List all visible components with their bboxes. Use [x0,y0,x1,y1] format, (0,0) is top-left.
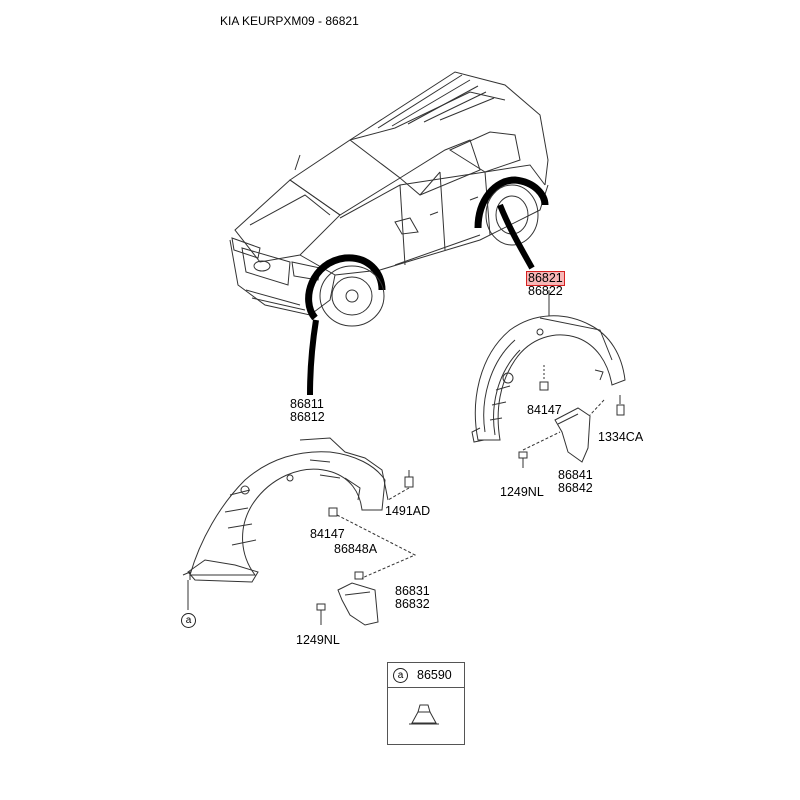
part-label-1249nl-front[interactable]: 1249NL [296,633,340,647]
rear-clip-icon [539,365,549,391]
rear-screw-icon [616,395,625,416]
callout-a[interactable]: a [181,613,196,628]
part-label-86821[interactable]: 86821 [526,271,565,286]
part-label-86832[interactable]: 86832 [395,597,430,611]
front-bolt-icon [316,603,326,625]
front-screw-icon [404,470,414,488]
part-label-86831[interactable]: 86831 [395,584,430,598]
part-label-1249nl-rear[interactable]: 1249NL [500,485,544,499]
rear-wheel-guard [471,315,626,443]
part-label-84147-front[interactable]: 84147 [310,527,345,541]
diagram-title: KIA KEURPXM09 - 86821 [220,14,359,28]
legend-callout-a: a [393,668,408,683]
front-nut-icon [354,571,364,580]
rear-leader [497,203,535,270]
part-label-86822[interactable]: 86822 [528,284,563,298]
part-label-84147-rear[interactable]: 84147 [527,403,562,417]
part-label-86848a[interactable]: 86848A [334,542,378,556]
rear-bolt-icon [518,451,528,468]
front-leader [307,319,319,396]
clip-86590-icon [409,704,439,725]
part-label-86842[interactable]: 86842 [558,481,593,495]
part-label-86811[interactable]: 86811 [290,397,324,411]
front-clip-icon [328,507,338,517]
legend-part-number[interactable]: 86590 [417,668,452,682]
legend-box: a 86590 [387,662,465,745]
part-label-1334ca[interactable]: 1334CA [598,430,644,444]
vehicle-illustration [229,71,549,327]
legend-header: a 86590 [388,663,464,688]
rear-mud-flap [554,407,591,463]
front-mud-flap [337,582,379,626]
part-label-1491ad[interactable]: 1491AD [385,504,431,518]
part-label-86841[interactable]: 86841 [558,468,593,482]
front-wheel-guard [182,437,389,583]
part-label-86812[interactable]: 86812 [290,410,325,424]
